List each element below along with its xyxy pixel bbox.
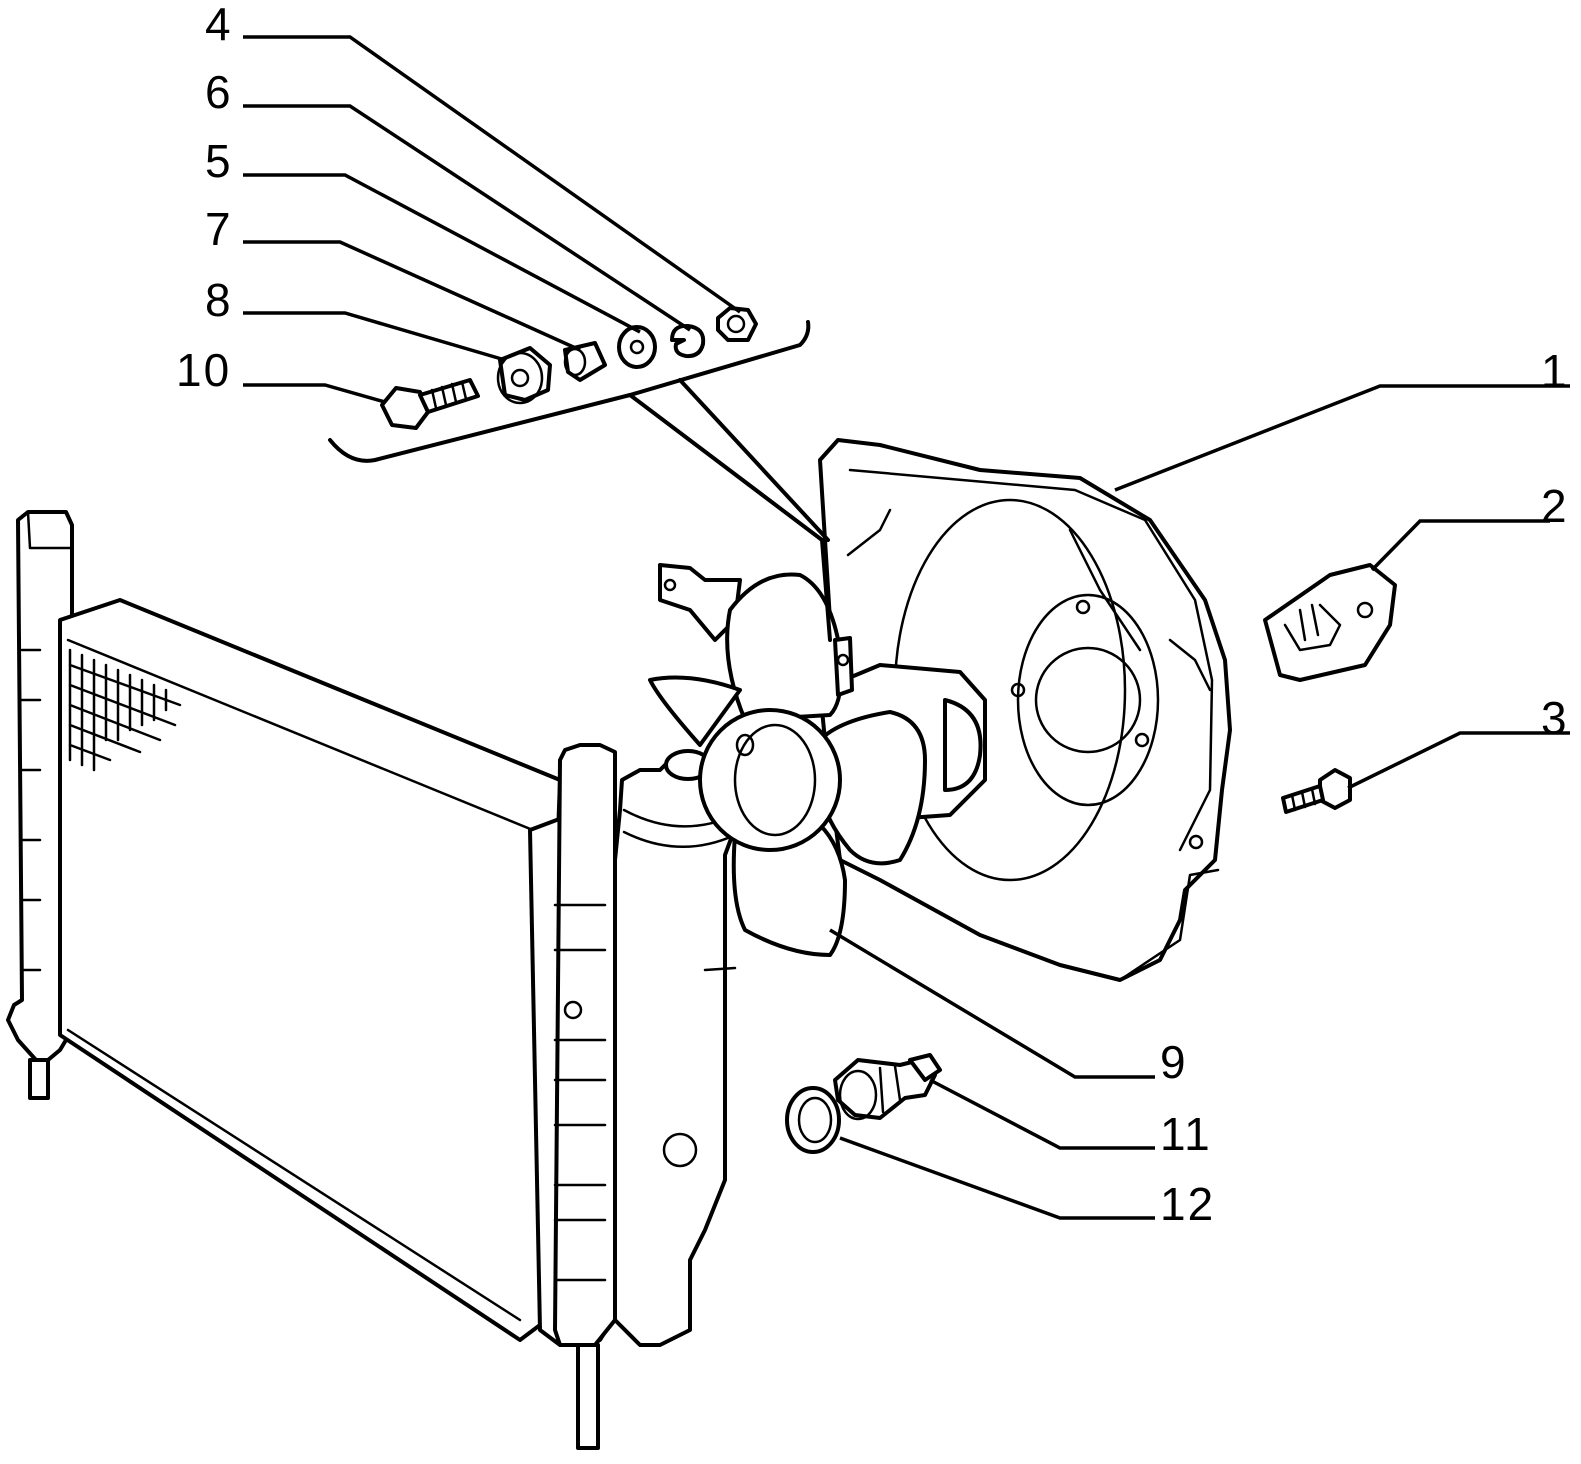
flat-washer	[617, 325, 657, 369]
connector-cover	[1263, 563, 1397, 682]
screw	[1281, 768, 1352, 814]
callout-2: 2	[1541, 480, 1569, 532]
callout-9: 9	[1160, 1036, 1188, 1088]
callout-7: 7	[205, 203, 233, 255]
callout-3: 3	[1541, 692, 1569, 744]
hex-nut	[716, 306, 758, 342]
callout-6: 6	[205, 66, 233, 118]
callout-12: 12	[1160, 1178, 1215, 1230]
callout-11: 11	[1160, 1108, 1212, 1160]
thermostatic-switch	[833, 1053, 942, 1121]
callout-1: 1	[1541, 345, 1569, 397]
callout-8: 8	[205, 274, 233, 326]
leader-lines	[243, 35, 1570, 1220]
callout-labels: 4 6 5 7 8 10 1 2 3 9 11 12	[176, 0, 1569, 1230]
callout-10: 10	[176, 344, 231, 396]
spacer-sleeve	[563, 341, 607, 382]
callout-5: 5	[205, 135, 233, 187]
fastener-hardware	[328, 306, 832, 642]
rubber-grommet	[496, 346, 552, 405]
seal-ring	[785, 1086, 841, 1154]
radiator	[6, 510, 742, 1450]
spring-washer	[670, 323, 706, 359]
callout-4: 4	[205, 0, 233, 50]
core-mesh	[68, 648, 182, 772]
bolt	[380, 378, 480, 430]
fan-assembly	[648, 563, 987, 957]
